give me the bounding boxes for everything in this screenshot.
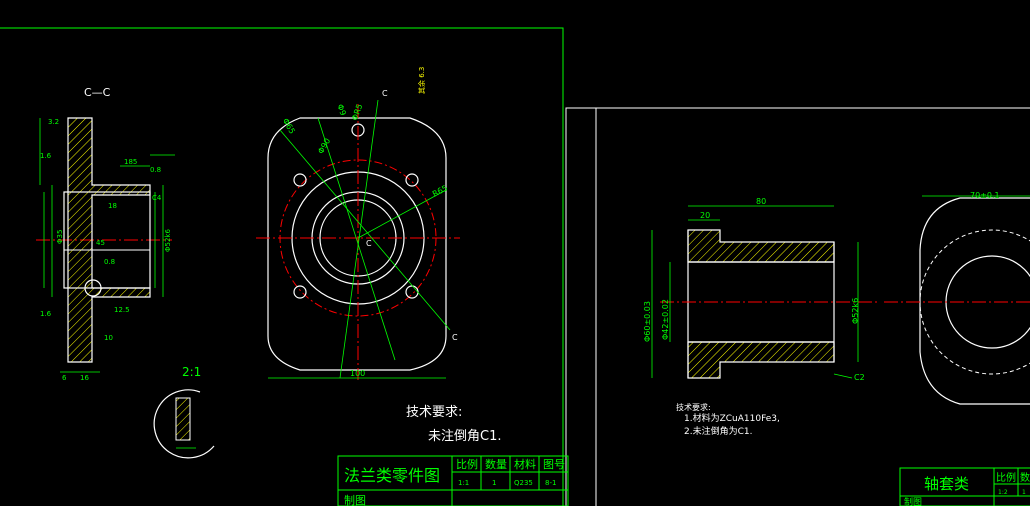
top-view-labels: C C C Φ65 Φ9 Φ90 ΦR5 R65 100 其余 6.3: [281, 67, 458, 378]
dim-width-100: 100: [350, 369, 365, 378]
left-tb-h0: 比例: [456, 457, 478, 471]
left-tb-h3: 图号: [543, 458, 565, 471]
left-tb-v0: 1:1: [458, 479, 469, 487]
right-tech-title: 技术要求:: [676, 402, 711, 412]
right-tb-h0: 比例: [996, 471, 1016, 484]
right-sheet-frame: [565, 107, 1030, 506]
left-tb-h2: 材料: [514, 457, 536, 471]
cut-label-bottom: C: [452, 333, 458, 342]
dim-6: 6: [62, 374, 67, 382]
dim-phir5: ΦR5: [350, 103, 364, 122]
right-tb-v1: 1: [1022, 489, 1026, 496]
dim-18: 18: [108, 202, 117, 210]
dim-length-80: 80: [756, 197, 766, 206]
dim-3-2: 3.2: [48, 118, 59, 126]
right-tb-row-label: 制图: [904, 496, 922, 506]
right-tb-v0: 1:2: [998, 489, 1008, 496]
bushing-dimensions: 80 20 Φ60±0.03 Φ42±0.02 Φ52k6 C2: [643, 197, 865, 382]
cut-label-top: C: [382, 89, 388, 98]
bushing-end-view: 70±0.1: [884, 191, 1030, 405]
end-view-dim: 70±0.1: [970, 191, 1000, 200]
left-tech-item: 未注倒角C1.: [428, 429, 501, 444]
left-tb-v3: 8-1: [545, 479, 556, 487]
roughness-note: 其余 6.3: [417, 67, 426, 94]
dim-chamfer: C2: [854, 373, 865, 382]
dim-45: 45: [96, 239, 105, 247]
section-dimensions: 3.2 1.6 185 0.8 C4 18 Φ35 Φ52k6 45 0.8 1…: [40, 118, 172, 382]
dim-c4: C4: [152, 194, 162, 202]
left-tech-title: 技术要求:: [406, 405, 462, 420]
dim-phi9: Φ9: [335, 103, 347, 117]
bushing-section-view: [651, 205, 880, 379]
dim-od-left: Φ60±0.03: [643, 301, 652, 342]
dim-phi35: Φ35: [56, 230, 64, 244]
left-tb-row-label: 制图: [344, 494, 366, 506]
flange-section-view: [36, 117, 175, 373]
dim-phi65: Φ65: [281, 117, 297, 136]
detail-view: [153, 389, 215, 459]
dim-phi52k6: Φ52k6: [164, 229, 172, 252]
right-tech-item-2: 2.未注倒角为C1.: [684, 425, 752, 437]
flange-top-view: [256, 99, 460, 380]
dim-16: 16: [80, 374, 89, 382]
dim-185: 185: [124, 158, 137, 166]
dim-phi90: Φ90: [316, 137, 332, 156]
left-title-text: 法兰类零件图: [344, 466, 440, 485]
section-label: C—C: [84, 86, 111, 99]
right-title-block: 轴套类 比例 数 1:2 1 制图: [899, 467, 1030, 506]
dim-id: Φ42±0.02: [661, 299, 670, 340]
left-tb-h1: 数量: [485, 458, 507, 471]
detail-scale-label: 2:1: [182, 365, 201, 379]
dim-1-6-bot: 1.6: [40, 310, 52, 318]
right-tb-h1: 数: [1020, 471, 1030, 484]
left-tb-v2: Q235: [514, 479, 533, 487]
dim-0-8-top: 0.8: [150, 166, 161, 174]
dim-od-right: Φ52k6: [851, 298, 860, 324]
center-label: C: [366, 239, 372, 248]
dim-shoulder-20: 20: [700, 211, 710, 220]
dim-1-6-top: 1.6: [40, 152, 52, 160]
dim-0-8-mid: 0.8: [104, 258, 115, 266]
left-tb-v1: 1: [492, 479, 496, 487]
right-tech-item-1: 1.材料为ZCuA110Fe3,: [684, 412, 780, 424]
left-sheet-frame: [0, 27, 564, 506]
dim-10: 10: [104, 334, 113, 342]
left-title-block: 法兰类零件图 比例 数量 材料 图号 1:1 1 Q235 8-1 制图: [337, 455, 569, 506]
dim-12-5: 12.5: [114, 306, 130, 314]
right-title-text: 轴套类: [924, 475, 969, 493]
